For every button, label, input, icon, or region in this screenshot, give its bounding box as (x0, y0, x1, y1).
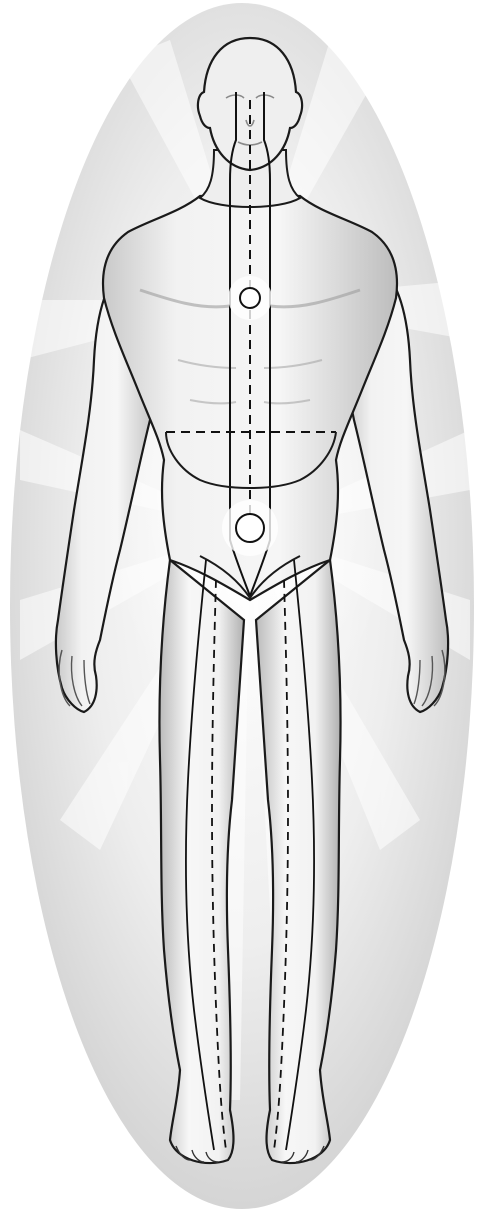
chest-center-point (228, 276, 272, 320)
lower-abdomen-point (222, 500, 278, 556)
